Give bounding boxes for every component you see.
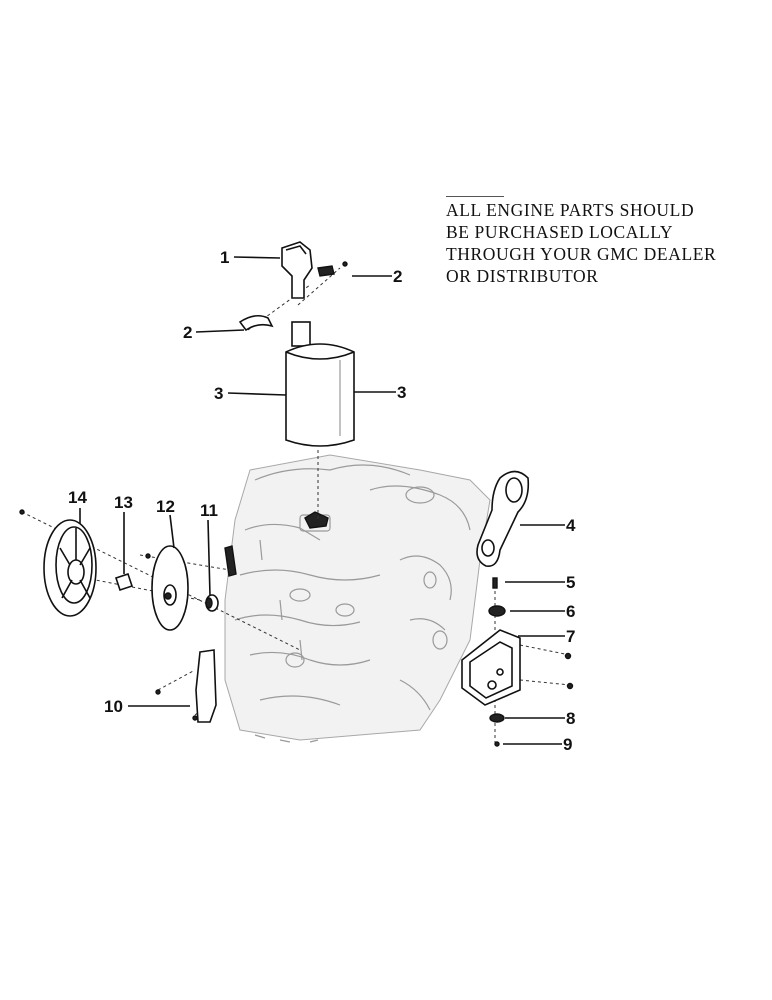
callout-8: 8 [566,709,575,728]
callout-12: 12 [156,497,175,516]
callout-2-clamp: 2 [183,323,192,342]
callout-1: 1 [220,248,229,267]
note-rule [446,196,504,197]
exhaust-clamp-part [238,261,348,332]
callout-7: 7 [566,627,575,646]
engine-mount-bracket-part [461,629,521,706]
dealer-note-line-4: OR DISTRIBUTOR [446,266,599,286]
dealer-note: ALL ENGINE PARTS SHOULD BE PURCHASED LOC… [446,199,766,287]
callout-numbers: 1 2 2 3 3 4 5 6 7 8 9 10 11 12 13 14 [68,248,576,754]
callout-3-left: 3 [214,384,223,403]
flange-bracket-part [476,470,530,567]
callout-11: 11 [200,501,218,520]
callout-5: 5 [566,573,575,592]
spacer-bushing-part [114,572,134,592]
callout-14: 14 [68,488,87,507]
front-support-part [155,649,217,723]
crank-hub-part [205,594,219,612]
callout-3-right: 3 [397,383,406,402]
dealer-note-line-3: THROUGH YOUR GMC DEALER [446,244,717,264]
callout-4: 4 [566,516,576,535]
dealer-note-line-2: BE PURCHASED LOCALLY [446,222,674,242]
exhaust-elbow-part [281,241,313,299]
drive-disc-part [145,545,189,631]
callout-9: 9 [563,735,572,754]
muffler-part [285,321,355,447]
callout-6: 6 [566,602,575,621]
dealer-note-line-1: ALL ENGINE PARTS SHOULD [446,200,695,220]
pulley-wheel-part [19,509,97,617]
callout-leaders [79,256,565,745]
callout-10: 10 [104,697,123,716]
callout-13: 13 [114,493,133,512]
fastener-parts [488,577,574,747]
callout-2-clamp-screw: 2 [393,267,402,286]
engine-block-illustration [224,454,491,743]
